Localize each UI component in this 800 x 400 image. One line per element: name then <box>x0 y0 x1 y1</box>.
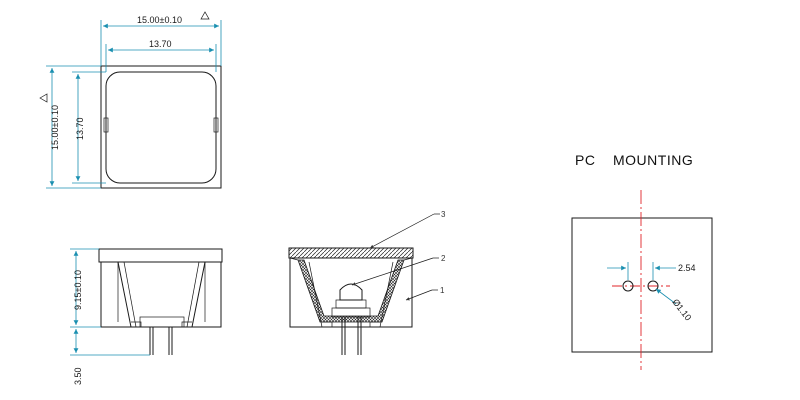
callout-2-leader <box>351 257 434 286</box>
callout-3-label: 3 <box>441 210 446 219</box>
tolerance-triangle-icon <box>200 11 210 20</box>
mounting-board <box>571 217 713 353</box>
height-dimension: 9.15±0.10 <box>73 270 83 310</box>
pin-length-dimension: 3.50 <box>73 367 83 385</box>
callout-2-label: 2 <box>441 254 446 263</box>
inner-height-dimension: 13.70 <box>75 117 85 140</box>
top-view-inner-window <box>105 71 217 184</box>
outer-width-dimension: 15.00±0.10 <box>137 15 182 25</box>
inner-width-dimension: 13.70 <box>149 39 172 49</box>
mounting-hole-left <box>622 280 634 292</box>
outer-height-dimension: 15.00±0.10 <box>50 105 60 150</box>
side-view-pin-base <box>139 316 185 328</box>
top-view: 15.00±0.10 13.70 15.00±0.10 13.70 <box>39 11 222 189</box>
section-led-base <box>335 299 367 309</box>
callout-1-leader <box>405 289 433 301</box>
section-led-dome <box>339 283 363 301</box>
top-view-left-notch <box>103 117 109 133</box>
mounting-view: PC MOUNTING 2.54 Ø1.10 <box>571 152 713 370</box>
mounting-hole-right <box>647 280 659 292</box>
side-view: 9.15±0.10 3.50 <box>70 248 223 385</box>
section-reflector <box>297 259 405 323</box>
top-view-outer-outline <box>100 65 222 189</box>
pitch-dimension: 2.54 <box>678 263 696 273</box>
callout-3-leader <box>369 213 435 249</box>
section-lens-cover <box>288 247 414 259</box>
top-view-right-notch <box>213 117 219 133</box>
hole-diameter-dimension: Ø1.10 <box>670 297 693 322</box>
callout-1-label: 1 <box>440 286 445 295</box>
hole-diameter-leader <box>655 288 677 305</box>
side-view-cone <box>117 261 206 328</box>
mounting-title: PC MOUNTING <box>575 152 693 168</box>
tolerance-triangle-icon-vertical <box>39 93 48 103</box>
side-view-top-flange <box>98 248 223 263</box>
section-body-outline <box>289 258 413 328</box>
section-view: 3 2 1 <box>288 210 446 355</box>
